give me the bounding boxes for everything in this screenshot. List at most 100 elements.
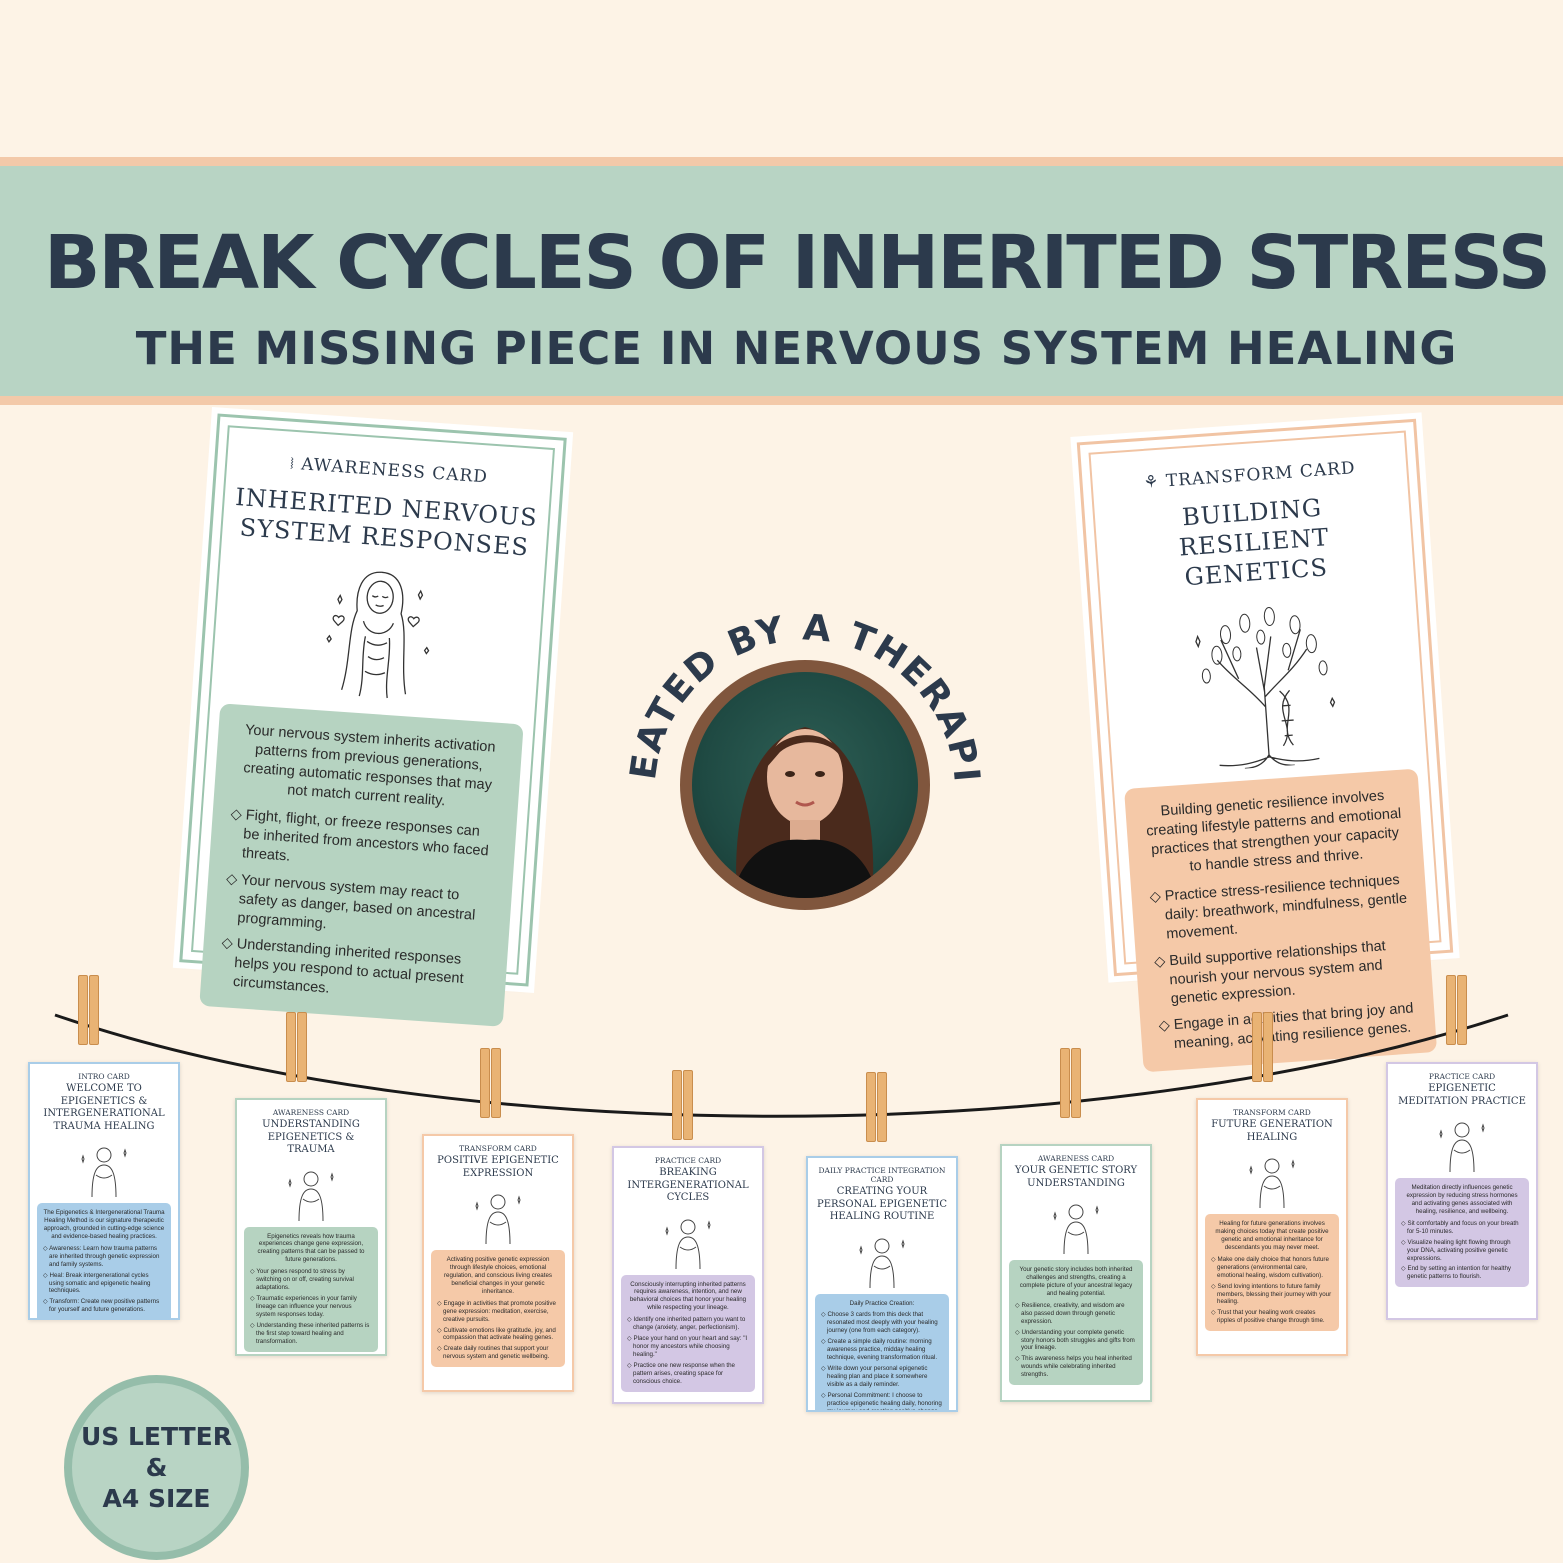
diamond-bullet-icon: ◇ [43,1298,50,1306]
mini-card-panel: Activating positive genetic expression t… [431,1250,565,1368]
sprout-icon: ⚘ [1142,471,1161,493]
mini-card-bullet-text: This awareness helps you heal inherited … [1021,1355,1132,1379]
mini-card-bullet: ◇ Write down your personal epigenetic he… [821,1365,943,1389]
mini-card-bullet: ◇ Resilience, creativity, and wisdom are… [1015,1302,1137,1326]
tree-dna-illustration [1195,607,1336,770]
mini-card-category: PRACTICE CARD [1428,1072,1496,1081]
mini-card-category: TRANSFORM CARD [459,1144,537,1153]
mini-card-bullet: ◇ Understanding your complete genetic st… [1015,1329,1137,1353]
mini-card-title: CREATING YOUR PERSONAL EPIGENETIC HEALIN… [817,1186,947,1222]
mini-card-lead: Epigenetics reveals how trauma experienc… [257,1232,365,1264]
mini-card-bullet-text: Resilience, creativity, and wisdom are a… [1021,1301,1125,1325]
clothespin-icon [480,1048,502,1118]
mini-card-illustration [1439,1122,1485,1173]
mini-card-bullet-text: Create a simple daily routine: morning a… [827,1338,938,1362]
mini-card-bullet-text: Make one daily choice that honors future… [1217,1255,1329,1279]
mini-card-title: EPIGENETIC MEDITATION PRACTICE [1398,1083,1526,1107]
diamond-bullet-icon: ◇ [437,1345,444,1353]
mini-card-illustration [859,1238,905,1288]
therapist-photo [680,660,930,910]
mini-card-panel: Consciously interrupting inherited patte… [621,1274,755,1392]
mini-card-bullet: ◇ Trust that your healing work creates r… [1211,1309,1333,1325]
clothespin-icon [286,1012,308,1082]
mini-card-bullet-text: Cultivate emotions like gratitude, joy, … [443,1326,556,1342]
diamond-bullet-icon: ◇ [627,1335,634,1343]
card-bullet: ◇ Understanding inherited responses help… [221,935,465,997]
diamond-bullet-icon: ◇ [437,1326,444,1334]
mini-card-bullet-text: Personal Commitment: I choose to practic… [827,1391,942,1412]
mini-card-panel: Meditation directly influences genetic e… [1395,1178,1529,1288]
mini-card-illustration [665,1219,711,1269]
mini-card-bullet-text: Understanding these inherited patterns i… [256,1321,370,1345]
size-badge: US LETTER & A4 SIZE [64,1375,249,1560]
mini-card-bullet: ◇ Awareness: Learn how trauma patterns a… [43,1245,165,1269]
woman-illustration [326,571,430,699]
mini-card-illustration [1053,1204,1099,1255]
diamond-bullet-icon: ◇ [1015,1301,1022,1309]
mini-card-title: YOUR GENETIC STORY UNDERSTANDING [1014,1165,1138,1189]
mini-card-title: POSITIVE EPIGENETIC EXPRESSION [437,1155,559,1179]
mini-card-bullet-text: Practice one new response when the patte… [633,1361,735,1385]
mini-card-bullet: ◇ End by setting an intention for health… [1401,1265,1523,1281]
header-banner [0,157,1563,405]
diamond-bullet-icon: ◇ [821,1311,828,1319]
size-badge-line: A4 SIZE [102,1484,211,1514]
diamond-bullet-icon: ◇ [1015,1328,1022,1336]
mini-card-title: UNDERSTANDING EPIGENETICS & TRAUMA [262,1119,360,1155]
mini-card-illustration [1249,1158,1295,1209]
mini-card-bullet-text: Awareness: Learn how trauma patterns are… [49,1244,160,1268]
card-bullet: ◇ Fight, flight, or freeze responses can… [230,806,490,865]
mini-card-lead: The Epigenetics & Intergenerational Trau… [43,1209,165,1240]
mini-card-panel: Daily Practice Creation:◇ Choose 3 cards… [815,1293,949,1412]
mini-card-bullet: ◇ Place your hand on your heart and say:… [627,1335,749,1359]
diamond-bullet-icon: ◇ [250,1321,257,1329]
mini-card-illustration [288,1171,334,1221]
mini-card-bullet: ◇ Practice one new response when the pat… [627,1362,749,1386]
mini-card-category: PRACTICE CARD [654,1156,722,1165]
mini-card-lead: Healing for future generations involves … [1215,1220,1329,1251]
mini-card-category: AWARENESS CARD [272,1108,350,1117]
mini-card-bullet-text: Choose 3 cards from this deck that reson… [827,1311,938,1335]
clothespin-icon [78,975,100,1045]
mini-card: PRACTICE CARD EPIGENETIC MEDITATION PRACT… [1386,1062,1538,1320]
diamond-bullet-icon: ◇ [437,1299,444,1307]
mini-card-panel: Your genetic story includes both inherit… [1009,1260,1143,1386]
mini-card-bullet: ◇ Sit comfortably and focus on your brea… [1401,1220,1523,1236]
mini-card-bullet: ◇ Your genes respond to stress by switch… [250,1268,372,1292]
mini-card-bullet-text: Understanding your complete genetic stor… [1021,1328,1135,1352]
diamond-bullet-icon: ◇ [1401,1265,1408,1273]
card-description-panel: Building genetic resilience involves cre… [1124,768,1438,1073]
mini-card-category: INTRO CARD [78,1072,130,1081]
mini-card-bullet: ◇ Choose 3 cards from this deck that res… [821,1311,943,1335]
diamond-bullet-icon: ◇ [43,1271,50,1279]
diamond-bullet-icon: ◇ [821,1391,828,1399]
card-bullet: ◇ Your nervous system may react to safet… [225,871,476,932]
page-subtitle: THE MISSING PIECE IN NERVOUS SYSTEM HEAL… [135,322,1458,375]
clothespin-icon [1060,1048,1082,1118]
mini-card-bullet: ◇ Visualize healing light flowing throug… [1401,1239,1523,1263]
mini-card-bullet-text: Send loving intentions to future family … [1217,1282,1332,1306]
mini-card-category: AWARENESS CARD [1037,1154,1115,1163]
diamond-bullet-icon: ◇ [821,1365,828,1373]
mini-card: AWARENESS CARD UNDERSTANDING EPIGENETICS … [235,1098,387,1356]
diamond-bullet-icon: ◇ [250,1268,257,1276]
mini-card-footer: Use these cards daily to integrate epige… [43,1318,165,1320]
mini-card-bullet: ◇ Cultivate emotions like gratitude, joy… [437,1327,559,1343]
mini-card-bullet: ◇ Heal: Break intergenerational cycles u… [43,1272,165,1296]
mini-card-category: TRANSFORM CARD [1233,1108,1311,1117]
diamond-bullet-icon: ◇ [1211,1255,1218,1263]
card-bullet: ◇ Engage in activities that bring joy an… [1158,1000,1415,1053]
diamond-bullet-icon: ◇ [627,1316,634,1324]
mini-card-bullet-text: Sit comfortably and focus on your breath… [1407,1219,1519,1235]
mini-card-lead: Activating positive genetic expression t… [443,1256,552,1295]
mini-card-panel: Epigenetics reveals how trauma experienc… [244,1226,378,1352]
mini-card-panel: Healing for future generations involves … [1205,1214,1339,1332]
mini-card-illustration [475,1194,521,1245]
mini-card-bullet: ◇ Create a simple daily routine: morning… [821,1338,943,1362]
mini-card-bullet-text: Engage in activities that promote positi… [443,1299,556,1323]
diamond-bullet-icon: ◇ [821,1338,828,1346]
mini-card-title: WELCOME TO EPIGENETICS & INTERGENERATION… [43,1083,165,1132]
mini-card-lead: Consciously interrupting inherited patte… [629,1280,747,1312]
